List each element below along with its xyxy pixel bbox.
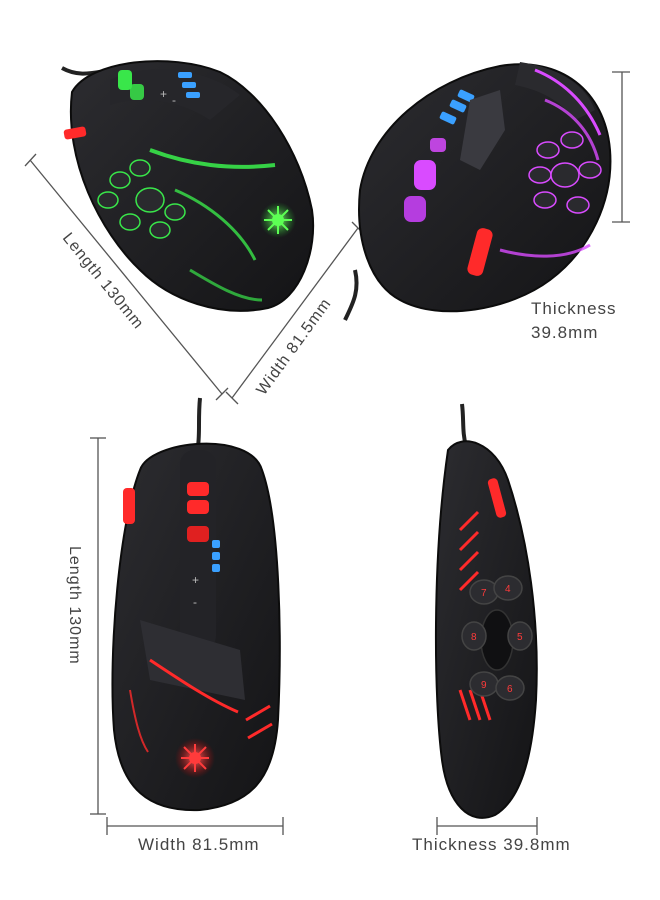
bottom-thickness-label: Thickness 39.8mm (412, 835, 571, 854)
top-thickness-dimension-line: Thickness 39.8mm (531, 71, 630, 342)
button-number: 5 (517, 632, 523, 643)
top-right-mouse-image (343, 62, 612, 321)
top-left-mouse-image: + - (61, 60, 315, 312)
spider-logo-icon (175, 738, 215, 778)
button-number: 8 (471, 632, 477, 643)
top-thickness-label-line1: Thickness (531, 299, 617, 318)
button-number: 4 (505, 584, 511, 595)
bottom-left-mouse-image: + - (111, 397, 281, 812)
bottom-thickness-dimension-line: Thickness 39.8mm (412, 817, 571, 854)
plus-mark-bottom: + (192, 573, 199, 587)
button-number: 7 (481, 588, 487, 599)
bottom-width-label: Width 81.5mm (138, 835, 260, 854)
spider-logo-icon (260, 202, 296, 238)
bottom-length-label: Length 130mm (66, 546, 83, 665)
button-number: 9 (481, 680, 487, 691)
minus-mark-bottom: - (193, 595, 197, 609)
side-button-cluster: 7 4 8 5 9 6 (461, 575, 533, 701)
bottom-length-dimension-line: Length 130mm (66, 437, 106, 815)
top-width-label: Width 81.5mm (253, 295, 334, 398)
bottom-right-mouse-image: 7 4 8 5 9 6 (434, 403, 538, 819)
button-number: 6 (507, 684, 513, 695)
bottom-width-dimension-line: Width 81.5mm (106, 817, 284, 854)
minus-mark: - (172, 93, 176, 107)
top-thickness-label-line2: 39.8mm (531, 323, 598, 342)
plus-mark: + (160, 87, 167, 101)
